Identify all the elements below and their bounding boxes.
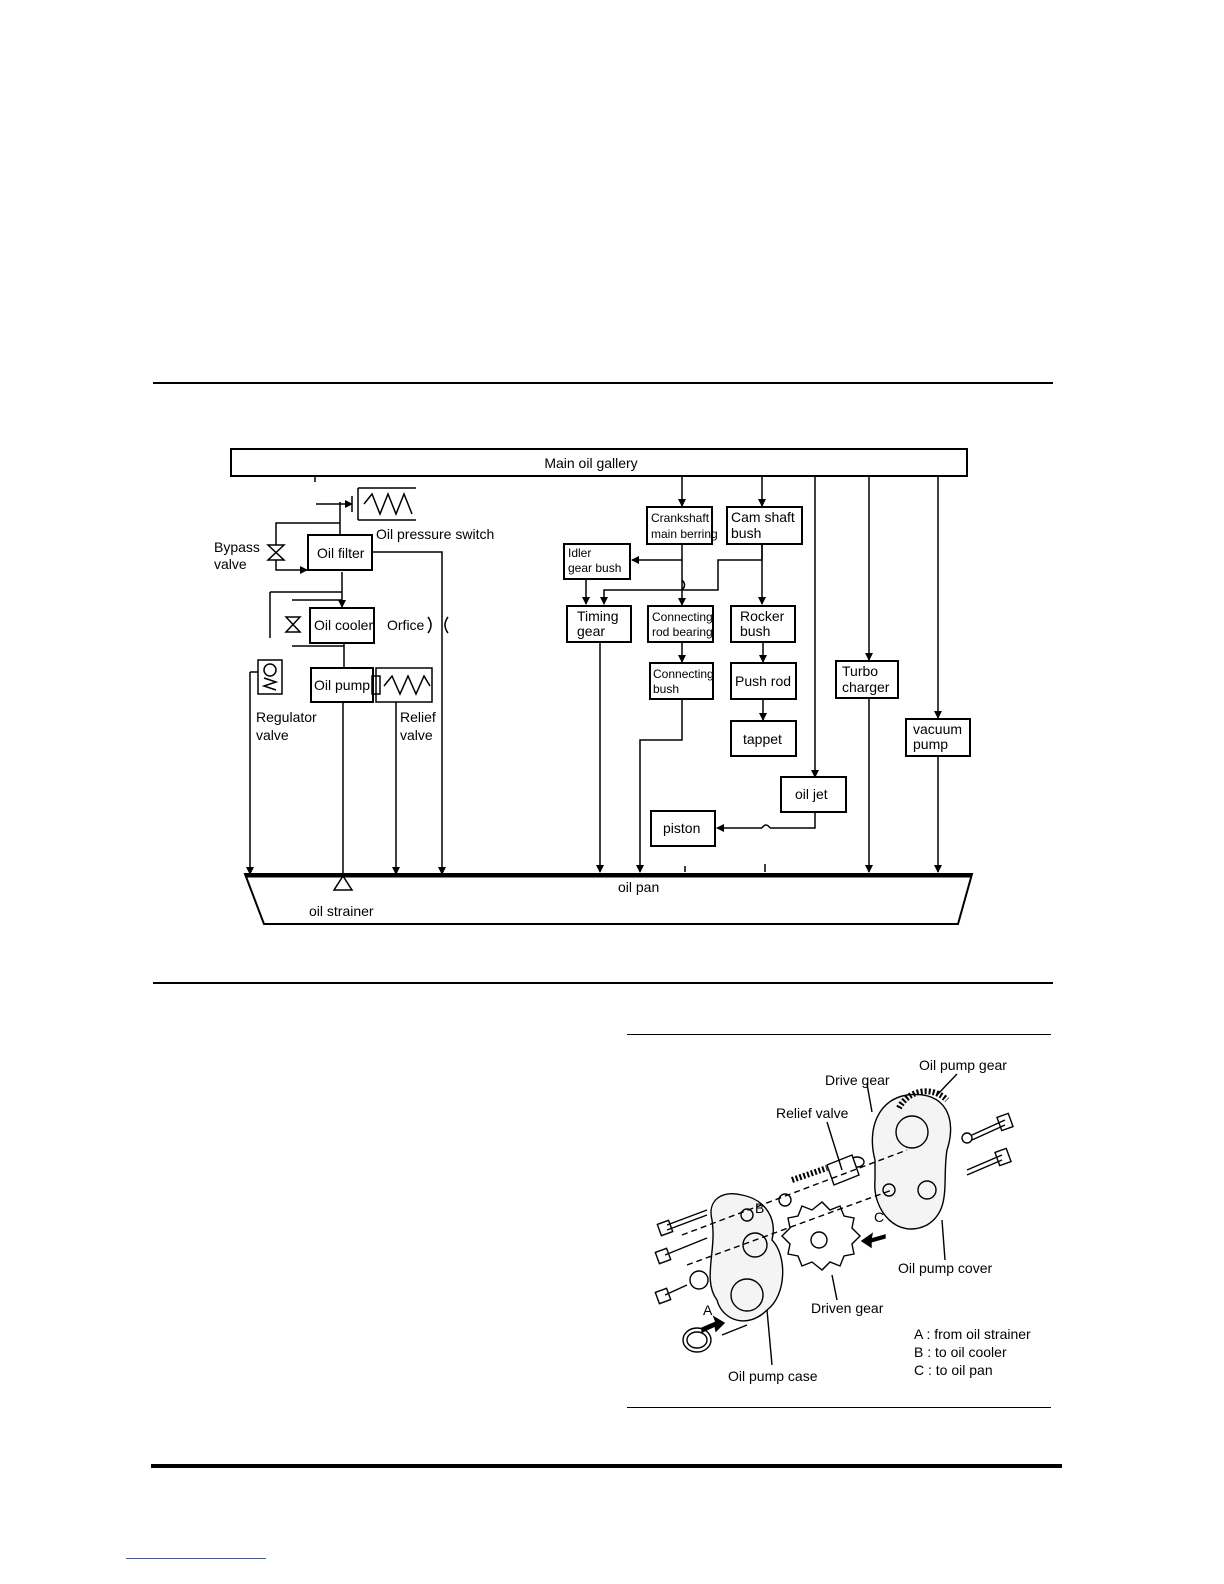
marker-b-label: B	[755, 1200, 764, 1216]
marker-c-label: C	[874, 1209, 884, 1225]
conn-rod-label-1: Connecting	[652, 610, 713, 624]
vacuum-pump-box	[905, 718, 971, 757]
camshaft-label-1: Cam shaft	[731, 509, 795, 525]
turbo-label-2: charger	[842, 679, 890, 695]
middle-divider	[153, 982, 1053, 984]
push-rod-label: Push rod	[735, 673, 791, 689]
camshaft-box	[726, 506, 803, 545]
drive-gear-label: Drive gear	[825, 1072, 890, 1088]
legend-b: B : to oil cooler	[914, 1344, 1007, 1360]
oil-pressure-switch-label: Oil pressure switch	[376, 526, 494, 542]
oil-cooler-label: Oil cooler	[314, 617, 373, 633]
connecting-bush-box	[649, 662, 714, 700]
relief-label-1: Relief	[400, 709, 436, 725]
footer-rule	[151, 1464, 1062, 1468]
tappet-label: tappet	[743, 731, 782, 747]
idler-label-2: gear bush	[568, 561, 621, 575]
regulator-label-2: valve	[256, 727, 289, 743]
rocker-label-2: bush	[740, 623, 770, 639]
oil-pump-cover-label: Oil pump cover	[898, 1260, 992, 1276]
oil-pump-gear-label: Oil pump gear	[919, 1057, 1007, 1073]
bypass-label-2: valve	[214, 556, 247, 572]
turbo-charger-box	[835, 660, 899, 699]
oil-jet-box	[780, 776, 847, 813]
idler-gear-bush-box	[563, 543, 631, 580]
oil-cooler-box	[309, 607, 375, 644]
rocker-label-1: Rocker	[740, 608, 785, 624]
timing-gear-box	[566, 605, 632, 643]
vacuum-label-1: vacuum	[913, 721, 962, 737]
legend-a: A : from oil strainer	[914, 1326, 1031, 1342]
tappet-box	[730, 720, 797, 757]
conn-bush-label-1: Connecting	[653, 667, 714, 681]
relief-label-2: valve	[400, 727, 433, 743]
regulator-label-1: Regulator	[256, 709, 317, 725]
main-oil-gallery-box	[230, 448, 968, 477]
footer-link-underline	[126, 1558, 266, 1559]
oil-pump-case-label: Oil pump case	[728, 1368, 818, 1384]
crankshaft-label-1: Crankshaft	[651, 511, 710, 525]
timing-label-2: gear	[577, 623, 605, 639]
crankshaft-box	[646, 506, 713, 545]
relief-valve-part-label: Relief valve	[776, 1105, 849, 1121]
turbo-label-1: Turbo	[842, 663, 878, 679]
rocker-bush-box	[730, 605, 796, 643]
crankshaft-label-2: main berring	[651, 527, 718, 541]
driven-gear-shape	[781, 1201, 861, 1271]
connecting-rod-bearing-box	[647, 605, 714, 643]
piston-label: piston	[663, 820, 700, 836]
main-oil-gallery-label: Main oil gallery	[544, 455, 637, 471]
timing-label-1: Timing	[577, 608, 619, 624]
oil-strainer-label: oil strainer	[309, 903, 374, 919]
oil-pan-label: oil pan	[618, 879, 659, 895]
marker-a-label: A	[703, 1302, 713, 1318]
oil-pump-exploded-view: Oil pump gear Drive gear Relief valve B …	[654, 1057, 1031, 1384]
figure-top-rule	[627, 1034, 1051, 1035]
oil-pan-shape	[243, 873, 974, 925]
vacuum-label-2: pump	[913, 736, 948, 752]
bypass-label-1: Bypass	[214, 539, 260, 555]
push-rod-box	[730, 662, 797, 700]
lubrication-flow-diagram: Main oil gallery Oil pressure switch Byp…	[214, 448, 974, 925]
oil-jet-label: oil jet	[795, 786, 828, 802]
idler-label-1: Idler	[568, 546, 591, 560]
oil-filter-label: Oil filter	[317, 545, 365, 561]
conn-rod-label-2: rod bearing	[652, 625, 713, 639]
oil-pump-box	[310, 667, 374, 703]
oil-filter-box	[307, 534, 373, 571]
conn-bush-label-2: bush	[653, 682, 679, 696]
oil-pump-label: Oil pump	[314, 677, 370, 693]
camshaft-label-2: bush	[731, 525, 761, 541]
oil-pump-case-shape	[709, 1193, 784, 1322]
piston-box	[650, 810, 716, 847]
figure-bottom-rule	[627, 1407, 1051, 1408]
top-divider	[153, 382, 1053, 384]
driven-gear-label: Driven gear	[811, 1300, 884, 1316]
orifice-label: Orfice	[387, 617, 425, 633]
legend-c: C : to oil pan	[914, 1362, 993, 1378]
